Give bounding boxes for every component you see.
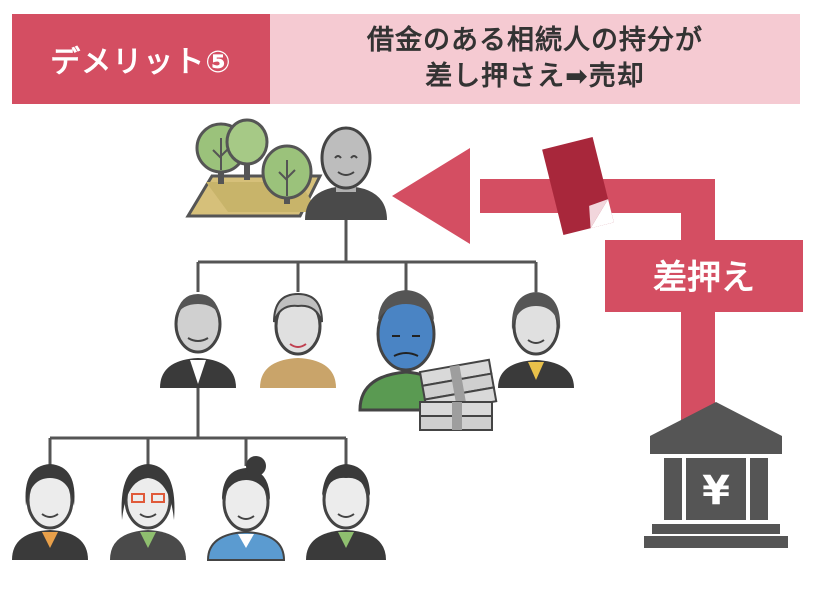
header-badge: デメリット⑤	[12, 14, 270, 104]
header-banner: デメリット⑤ 借金のある相続人の持分が 差し押さえ➡売却	[12, 14, 800, 104]
child-person-4	[498, 292, 574, 388]
badge-text: デメリット⑤	[50, 45, 232, 80]
title-line-1: 借金のある相続人の持分が	[367, 25, 703, 56]
child-person-1	[160, 294, 236, 388]
seizure-label: 差押え	[653, 258, 755, 298]
money-stack-icon	[418, 358, 498, 431]
grandchild-person-3	[206, 456, 286, 561]
seizure-arrow	[392, 148, 715, 430]
child-person-2	[260, 292, 336, 388]
land-trees-icon	[185, 118, 323, 218]
grandchild-person-4	[306, 464, 386, 560]
header-title: 借金のある相続人の持分が 差し押さえ➡売却	[270, 14, 800, 104]
yen-symbol: ¥	[702, 468, 730, 514]
family-tree-lines	[48, 220, 538, 466]
grandchild-person-2	[110, 464, 186, 560]
parent-person-icon	[305, 126, 387, 220]
seizure-document-icon	[542, 137, 614, 235]
bank-icon: ¥	[644, 402, 788, 548]
seizure-label-box: 差押え	[605, 240, 803, 312]
grandchild-person-1	[12, 464, 88, 560]
title-line-2: 差し押さえ➡売却	[425, 61, 645, 92]
